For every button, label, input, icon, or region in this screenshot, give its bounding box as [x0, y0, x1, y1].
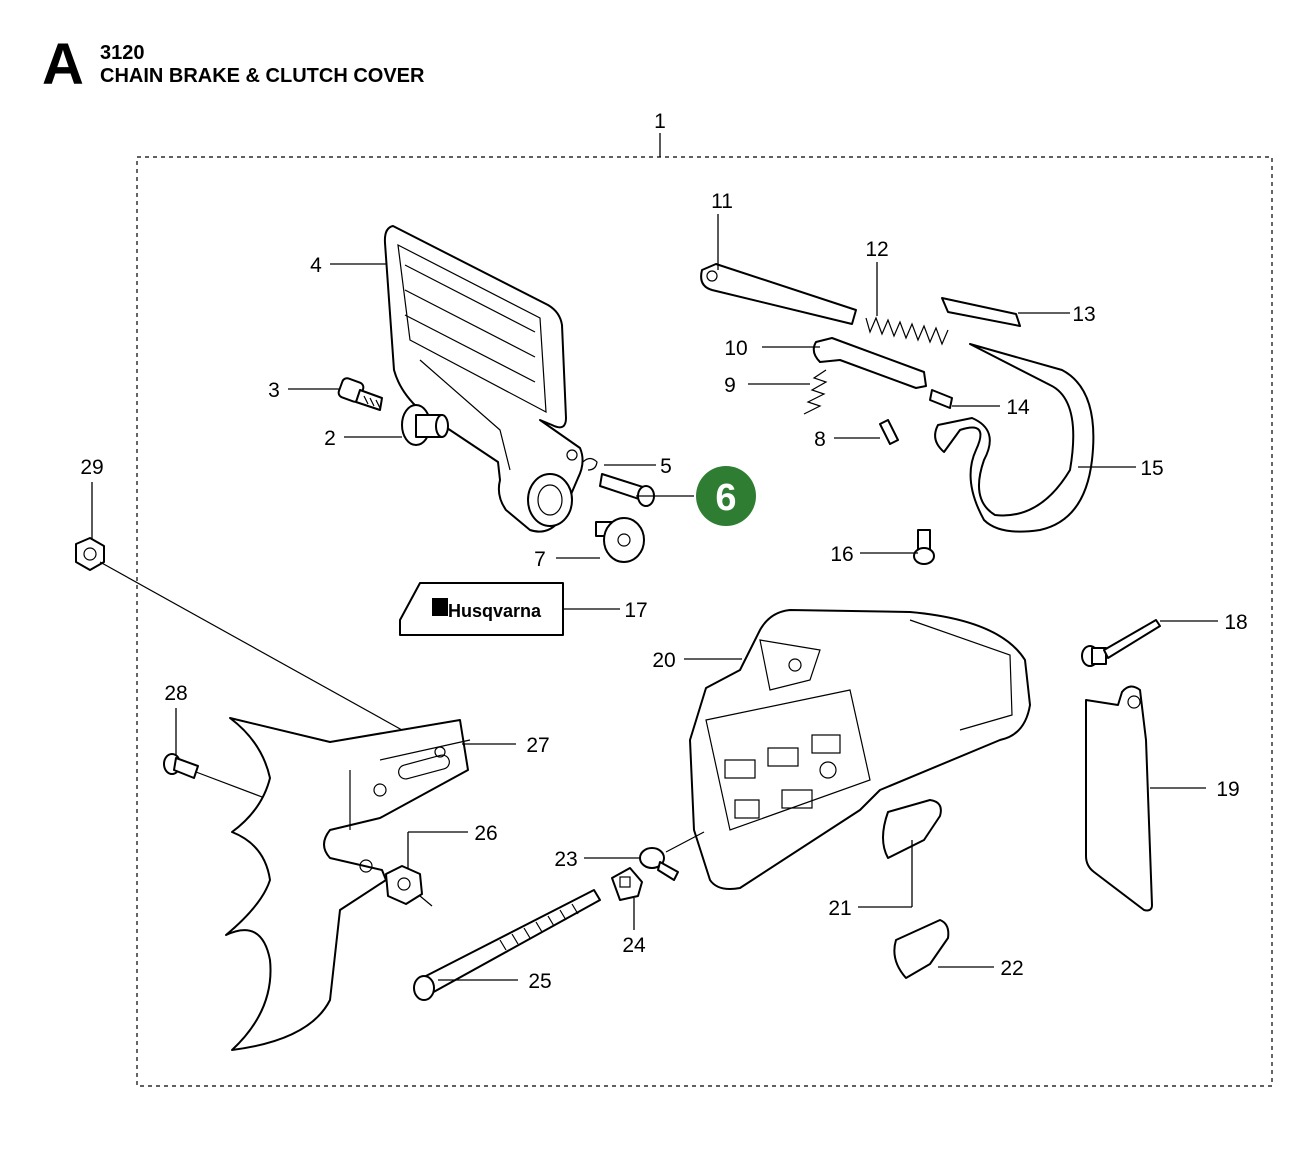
part-21-bumper[interactable] [882, 799, 942, 859]
part-8-pin[interactable] [879, 419, 899, 445]
callout-18: 18 [1224, 611, 1247, 634]
part-6-pin[interactable] [599, 473, 655, 507]
part-23-guide-line [665, 831, 705, 853]
callout-29: 29 [80, 456, 103, 479]
callout-7: 7 [534, 548, 546, 571]
part-23-tensioner-pin[interactable] [639, 847, 679, 881]
callout-3: 3 [268, 379, 280, 402]
highlight-badge [696, 466, 756, 526]
part-3-bolt[interactable] [337, 377, 383, 411]
callout-9: 9 [724, 374, 736, 397]
part-20-clutch-cover[interactable] [689, 609, 1031, 890]
group-code: 3120 [100, 42, 145, 64]
part-24-nut[interactable] [611, 867, 643, 901]
callout-25: 25 [528, 970, 551, 993]
part-26-guide-line [419, 895, 433, 907]
callout-4: 4 [310, 254, 322, 277]
callout-23: 23 [554, 848, 577, 871]
callout-26: 26 [474, 822, 497, 845]
part-4-brake-handle[interactable] [383, 225, 584, 533]
callout-24: 24 [622, 934, 646, 957]
callout-15: 15 [1140, 457, 1163, 480]
part-17-decal[interactable]: Husqvarna [399, 582, 564, 636]
part-11-rod[interactable] [700, 263, 857, 325]
callout-16: 16 [830, 543, 853, 566]
part-14-pin[interactable] [929, 389, 953, 409]
callout-2: 2 [324, 427, 336, 450]
callout-22: 22 [1000, 957, 1023, 980]
highlight-label: 6 [715, 477, 736, 519]
decal-brand-text: Husqvarna [448, 601, 542, 621]
callout-13: 13 [1072, 303, 1095, 326]
leader-lines [91, 214, 1218, 981]
part-19-plate[interactable] [1085, 685, 1153, 912]
callout-12: 12 [865, 238, 888, 261]
callout-8: 8 [814, 428, 826, 451]
callout-10: 10 [724, 337, 747, 360]
part-5-circlip[interactable] [582, 457, 598, 471]
part-15-brake-band[interactable] [934, 343, 1095, 533]
part-7-screw[interactable] [595, 517, 645, 563]
callout-19: 19 [1216, 778, 1239, 801]
callout-numbers: 4 3 2 5 7 11 12 13 10 9 14 8 15 16 17 18… [80, 190, 1247, 993]
callout-20: 20 [652, 649, 675, 672]
callout-11: 11 [711, 190, 733, 213]
part-16-screw[interactable] [913, 529, 935, 565]
part-2-bushing[interactable] [401, 404, 449, 446]
highlighted-callout-6[interactable]: 6 [696, 466, 756, 526]
callout-27: 27 [526, 734, 549, 757]
part-29-guide-line [99, 561, 421, 741]
callout-17: 17 [624, 599, 647, 622]
part-9-spring[interactable] [803, 369, 828, 415]
callout-28: 28 [164, 682, 187, 705]
part-22-bumper[interactable] [893, 919, 950, 979]
callout-5: 5 [660, 455, 672, 478]
diagram-title: CHAIN BRAKE & CLUTCH COVER [100, 65, 425, 87]
callout-14: 14 [1006, 396, 1030, 419]
assembly-label: 1 [654, 110, 666, 133]
section-letter: A [42, 32, 84, 97]
part-13-plate[interactable] [941, 297, 1021, 327]
part-10-lever[interactable] [812, 337, 927, 389]
part-25-tension-screw[interactable] [413, 889, 601, 1001]
part-27-bumper-spike[interactable] [225, 717, 471, 1051]
part-28-guide-line [195, 771, 271, 801]
part-29-nut[interactable] [75, 537, 105, 571]
callout-21: 21 [828, 897, 851, 920]
part-12-spring[interactable] [865, 316, 949, 346]
part-26-nut[interactable] [385, 865, 423, 905]
part-28-screw[interactable] [163, 753, 199, 779]
part-18-bolt[interactable] [1081, 619, 1161, 667]
